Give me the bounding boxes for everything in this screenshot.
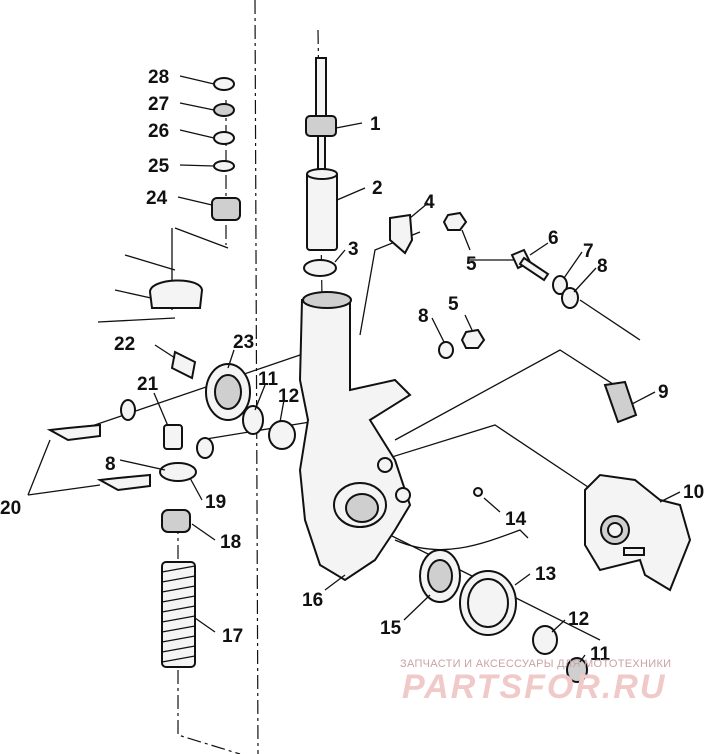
callout-12-lower: 12 xyxy=(568,609,589,630)
callout-11-upper: 11 xyxy=(258,369,279,390)
callout-7: 7 xyxy=(583,241,594,262)
block-9 xyxy=(603,380,638,424)
callout-labels: 28 27 26 25 24 1 2 3 4 5 5 6 7 8 8 8 9 1… xyxy=(0,67,704,665)
hub-components xyxy=(419,549,588,683)
steering-knuckle-16 xyxy=(298,291,412,582)
callout-15: 15 xyxy=(380,618,402,639)
washer-3 xyxy=(303,259,337,277)
callout-28: 28 xyxy=(148,67,169,88)
callout-24: 24 xyxy=(146,188,168,209)
washer-8b xyxy=(438,341,454,359)
callout-27: 27 xyxy=(148,94,169,115)
callout-1: 1 xyxy=(370,114,381,135)
watermark: ЗАПЧАСТИ И АКСЕССУАРЫ ДЛЯ МОТОТЕХНИКИ PA… xyxy=(400,658,700,707)
callout-22: 22 xyxy=(114,334,135,355)
callout-8-mid: 8 xyxy=(418,306,429,327)
callout-12-upper: 12 xyxy=(278,386,299,407)
callout-4: 4 xyxy=(424,192,435,213)
callout-21: 21 xyxy=(137,374,159,395)
callout-26: 26 xyxy=(148,121,169,142)
callout-5-lower: 5 xyxy=(448,294,459,315)
watermark-caption: ЗАПЧАСТИ И АКСЕССУАРЫ ДЛЯ МОТОТЕХНИКИ xyxy=(400,658,672,670)
callout-10: 10 xyxy=(683,482,704,503)
callout-6: 6 xyxy=(548,228,559,249)
callout-3: 3 xyxy=(348,239,359,260)
watermark-brand: PARTSFOR.RU xyxy=(402,668,667,706)
leader-lines xyxy=(27,75,681,663)
fitting-14 xyxy=(473,487,483,497)
callout-14: 14 xyxy=(505,509,527,530)
nut-5a xyxy=(442,211,468,231)
brake-cable-14 xyxy=(394,529,529,551)
callout-16: 16 xyxy=(302,590,323,611)
callout-25: 25 xyxy=(148,156,170,177)
callout-2: 2 xyxy=(372,178,383,199)
brake-caliper-10 xyxy=(584,473,692,592)
callout-5-upper: 5 xyxy=(466,254,477,275)
coil-spring-17 xyxy=(161,561,196,668)
callout-19: 19 xyxy=(205,492,226,513)
callout-17: 17 xyxy=(222,626,243,647)
washer-8a xyxy=(561,287,579,309)
shock-absorber xyxy=(305,57,338,251)
nut-5b xyxy=(460,328,486,349)
left-components xyxy=(46,350,296,533)
callout-18: 18 xyxy=(220,532,241,553)
bracket-4 xyxy=(389,213,414,255)
bolt-6 xyxy=(510,248,550,282)
callout-23: 23 xyxy=(233,332,254,353)
callout-8-left: 8 xyxy=(105,454,116,475)
top-mount-stack xyxy=(211,77,241,221)
callout-8-right: 8 xyxy=(597,256,608,277)
callout-13: 13 xyxy=(535,564,556,585)
callout-11-lower: 11 xyxy=(590,644,611,665)
callout-20: 20 xyxy=(0,498,21,519)
callout-9: 9 xyxy=(658,382,669,403)
washer-7 xyxy=(552,275,568,295)
mount-cup xyxy=(148,279,204,309)
